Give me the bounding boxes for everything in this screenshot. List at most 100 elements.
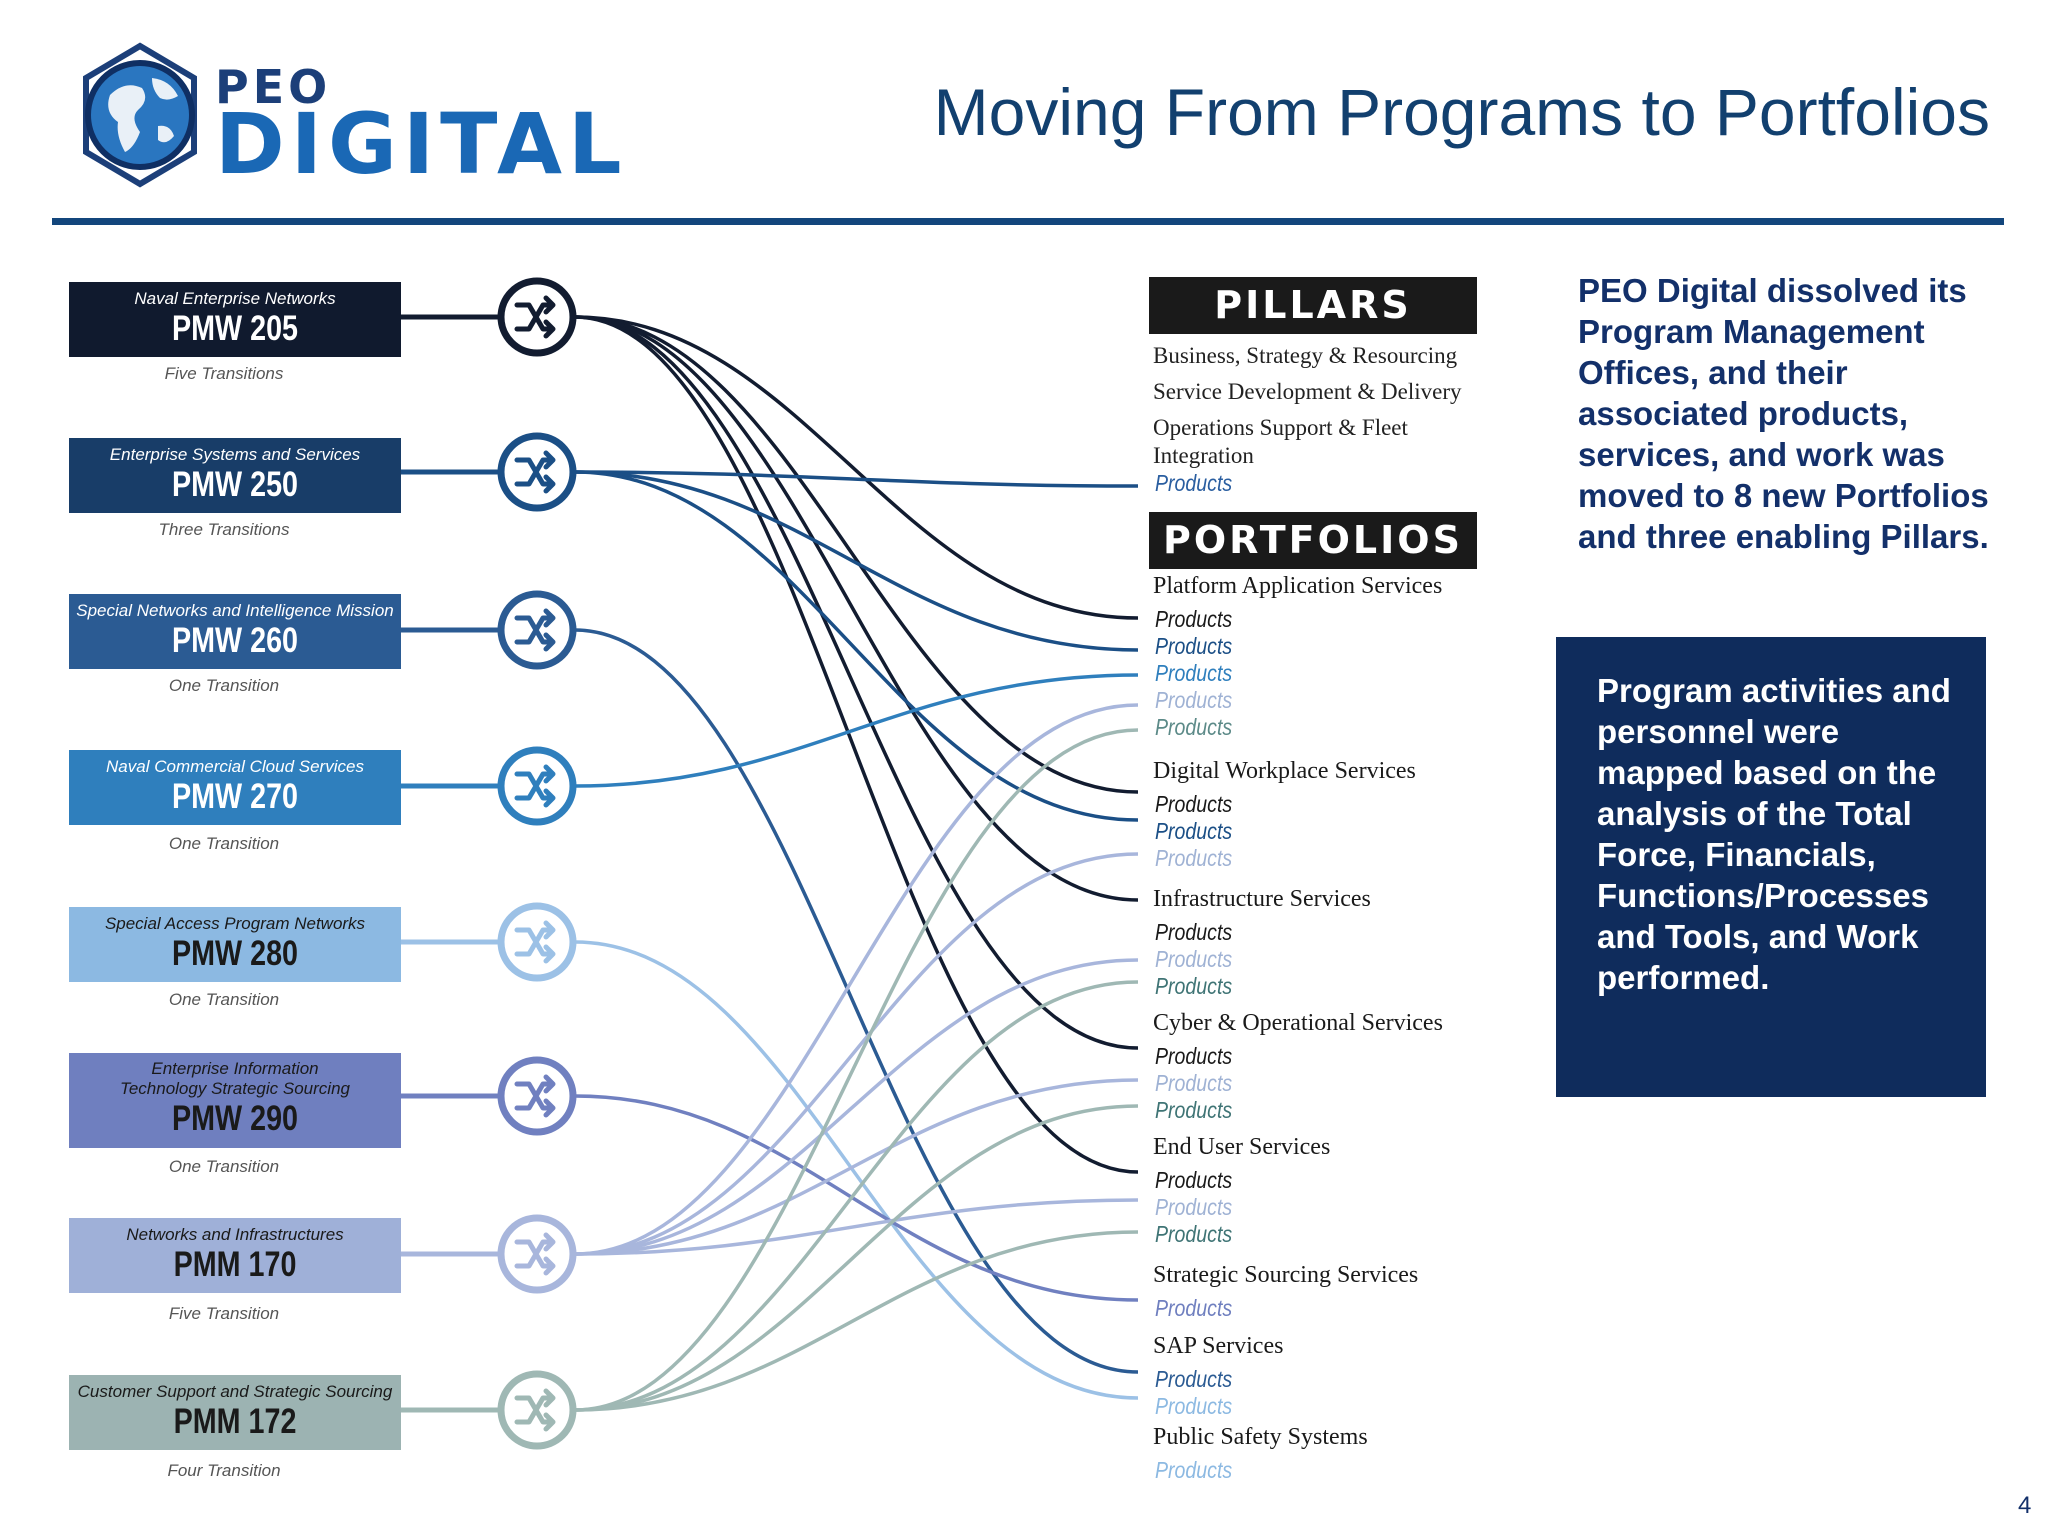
transition-line (574, 1094, 1139, 1302)
portfolio-product: Products (1155, 1393, 1233, 1419)
portfolio-name: Digital Workplace Services (1153, 758, 1416, 784)
transition-line (574, 1198, 1139, 1256)
transition-nodes (401, 277, 577, 1450)
shuffle-icon (497, 590, 577, 670)
program-transitions: One Transition (168, 990, 280, 1009)
shuffle-icon (497, 432, 577, 512)
portfolio-product: Products (1155, 1194, 1233, 1220)
program-code: PMW 280 (172, 934, 298, 973)
shuffle-icon (497, 746, 577, 826)
page-title: Moving From Programs to Portfolios (933, 75, 1990, 149)
transition-line (574, 470, 1139, 652)
portfolio-name: Infrastructure Services (1153, 886, 1371, 912)
program-transitions: One Transition (168, 834, 280, 853)
transition-line (574, 940, 1139, 1400)
program-name: Enterprise Systems and Services (109, 445, 361, 464)
transition-line (574, 315, 1139, 620)
transition-line (574, 628, 1139, 1374)
program-transitions: One Transition (168, 1157, 280, 1176)
shuffle-icon (497, 902, 577, 982)
portfolio-product: Products (1155, 660, 1233, 686)
program-transitions: One Transition (168, 676, 280, 695)
summary-text: PEO Digital dissolved its Program Manage… (1578, 272, 1989, 555)
program-code: PMW 205 (172, 309, 298, 348)
portfolio-name: Platform Application Services (1153, 573, 1443, 599)
transition-lines (574, 315, 1139, 1412)
program-name: Special Access Program Networks (104, 914, 366, 933)
program-name: Enterprise Information Technology Strate… (120, 1059, 350, 1098)
portfolio-product: Products (1155, 1221, 1233, 1247)
portfolio-product: Products (1155, 1295, 1233, 1321)
portfolios-header: PORTFOLIOS (1149, 512, 1477, 569)
pillar-products: Products (1155, 470, 1233, 496)
portfolio-product: Products (1155, 1167, 1233, 1193)
program-transitions: Five Transition (168, 1304, 280, 1323)
portfolio-name: SAP Services (1153, 1333, 1284, 1359)
program-box-2: Special Networks and Intelligence Missio… (69, 594, 401, 669)
program-code: PMW 260 (172, 621, 298, 660)
portfolio-name: End User Services (1153, 1134, 1331, 1160)
program-name: Naval Enterprise Networks (134, 289, 336, 308)
pillar-business: Business, Strategy & Resourcing (1153, 343, 1458, 368)
transition-line (574, 470, 1139, 488)
portfolio-product: Products (1155, 973, 1233, 999)
portfolio-product: Products (1155, 1097, 1233, 1123)
portfolio-product: Products (1155, 687, 1233, 713)
callout-box (1556, 637, 1986, 1097)
program-name: Naval Commercial Cloud Services (106, 757, 364, 776)
portfolio-product: Products (1155, 791, 1233, 817)
transition-line (574, 728, 1139, 1412)
transition-line (574, 852, 1139, 1256)
program-name: Customer Support and Strategic Sourcing (77, 1382, 393, 1401)
portfolio-product: Products (1155, 714, 1233, 740)
program-transitions: Four Transition (167, 1461, 281, 1480)
program-transitions: Three Transitions (158, 520, 290, 539)
callout-text: Program activities and personnel were ma… (1597, 672, 1951, 996)
transition-line (574, 315, 1139, 902)
shuffle-icon (497, 1370, 577, 1450)
transition-line (574, 980, 1139, 1412)
program-box-5: Enterprise Information Technology Strate… (69, 1053, 401, 1148)
portfolio-product: Products (1155, 1366, 1233, 1392)
transition-line (574, 315, 1139, 1050)
transition-line (574, 315, 1139, 1174)
portfolio-product: Products (1155, 919, 1233, 945)
logo-line-digital: DIGITAL (215, 95, 628, 193)
program-code: PMW 250 (172, 465, 298, 504)
portfolio-product: Products (1155, 1043, 1233, 1069)
portfolio-product: Products (1155, 946, 1233, 972)
program-code: PMM 170 (173, 1245, 297, 1284)
portfolio-product: Products (1155, 1457, 1233, 1483)
globe-icon (83, 42, 197, 188)
transition-line (574, 673, 1139, 788)
pillar-service-development: Service Development & Delivery (1153, 379, 1462, 404)
portfolio-product: Products (1155, 1070, 1233, 1096)
portfolio-product: Products (1155, 845, 1233, 871)
program-code: PMW 290 (172, 1099, 298, 1138)
portfolio-product: Products (1155, 818, 1233, 844)
portfolio-name: Public Safety Systems (1153, 1424, 1368, 1450)
portfolio-product: Products (1155, 606, 1233, 632)
peo-digital-logo: PEO DIGITAL (70, 40, 650, 190)
logo-line-peo: PEO (215, 60, 332, 114)
portfolio-name: Cyber & Operational Services (1153, 1010, 1443, 1036)
transition-line (574, 703, 1139, 1256)
transition-line (574, 470, 1139, 822)
title-divider (52, 218, 2004, 225)
shuffle-icon (497, 277, 577, 357)
pillar-operations-support: Operations Support & Fleet Integration (1153, 415, 1408, 468)
program-transitions: Five Transitions (164, 364, 284, 383)
program-code: PMW 270 (172, 777, 298, 816)
transition-line (574, 958, 1139, 1256)
pillars-header: PILLARS (1149, 277, 1477, 334)
program-code: PMM 172 (173, 1402, 297, 1441)
program-name: Networks and Infrastructures (126, 1225, 344, 1244)
transition-line (574, 1230, 1139, 1412)
